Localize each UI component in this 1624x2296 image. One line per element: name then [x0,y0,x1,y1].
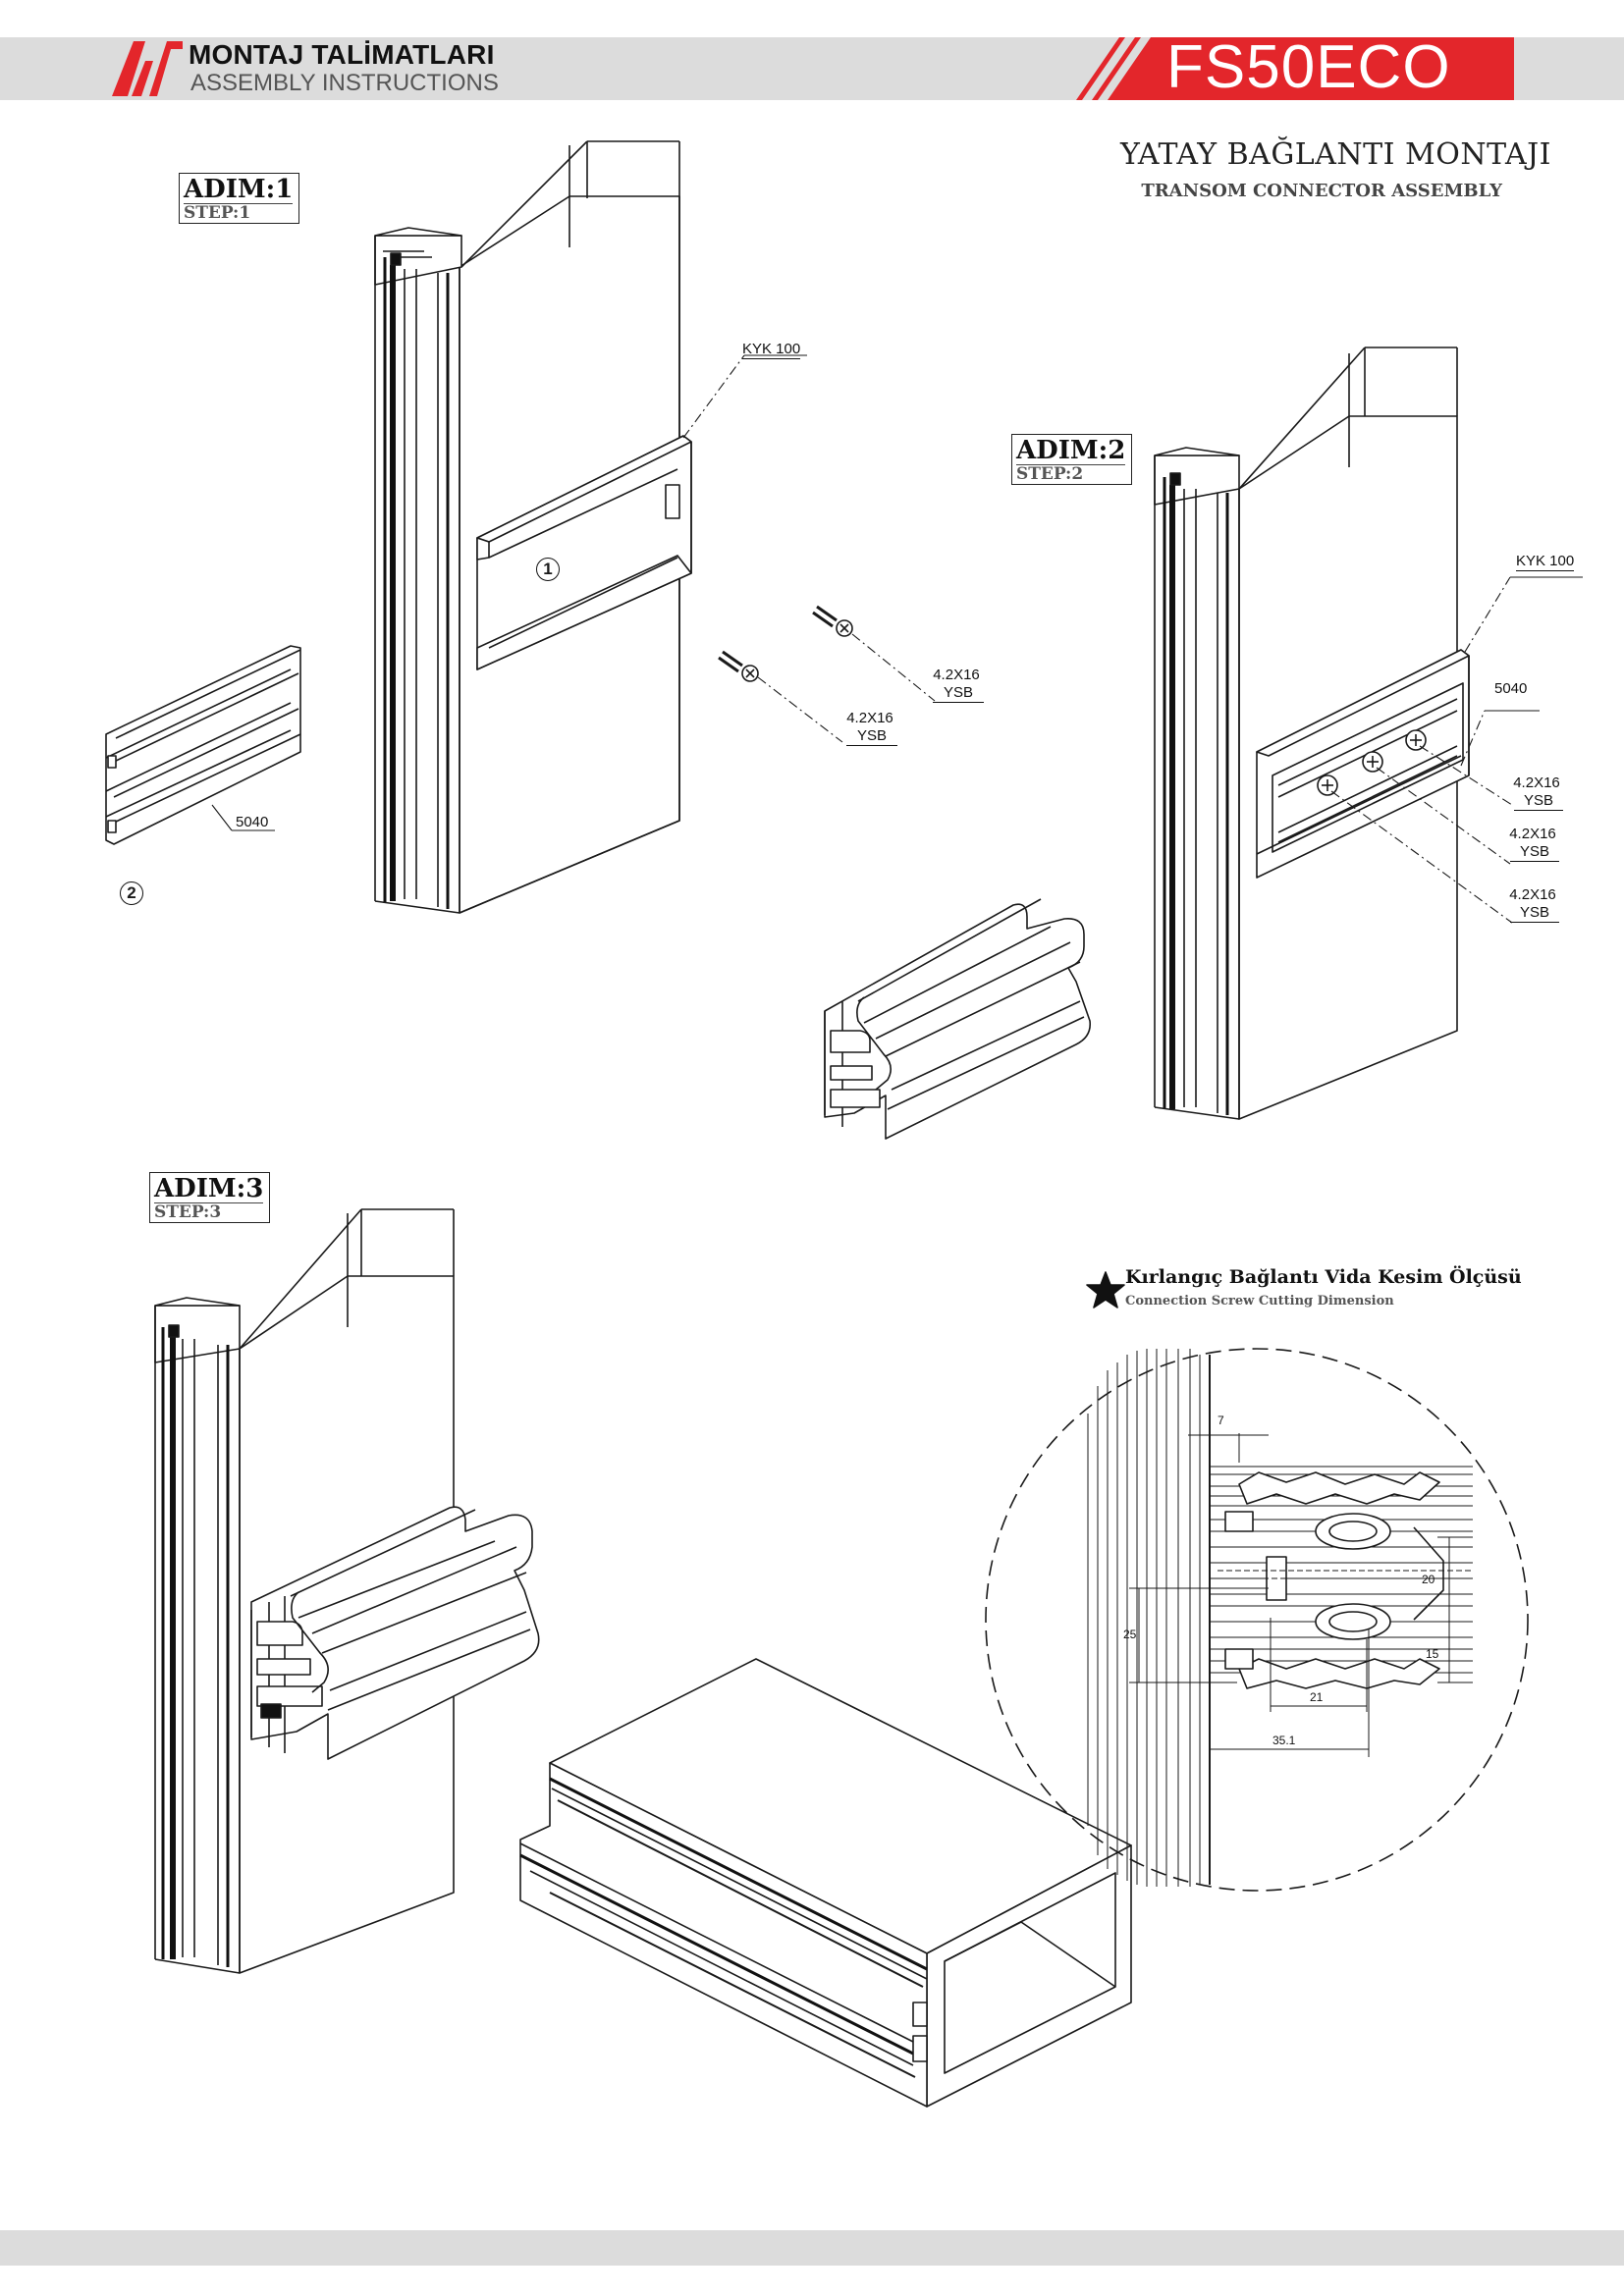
step-3-title: ADIM:3 [154,1174,264,1203]
step-3-label: ADIM:3 STEP:3 [149,1172,271,1223]
step-2-subtitle: STEP:2 [1016,464,1126,483]
step3-transom [519,1658,1132,2108]
brand-logo-icon [112,41,183,96]
star-icon [1086,1271,1125,1308]
dim-25: 25 [1123,1628,1137,1641]
detail-title: Kırlangıç Bağlantı Vida Kesim Ölçüsü [1125,1266,1522,1288]
step1-connector-label: KYK 100 [742,341,801,359]
step1-marker-2: 2 [120,881,143,905]
step1-connector [476,435,692,670]
step2-screw-1-size: 4.2X16 [1513,774,1560,791]
step-1-label: ADIM:1 STEP:1 [179,173,300,224]
step2-screw-2-size: 4.2X16 [1509,826,1556,842]
dim-7: 7 [1218,1414,1224,1427]
dim-35-1: 35.1 [1272,1734,1296,1747]
step1-screw-b [718,650,759,682]
step2-screw-1-type: YSB [1514,793,1563,811]
dim-21: 21 [1310,1690,1324,1704]
step1-marker-1: 1 [536,558,560,581]
step2-screw-3-type: YSB [1510,905,1559,923]
step3-connector-installed [250,1506,540,1760]
dim-20: 20 [1422,1573,1435,1586]
step2-screw-2-type: YSB [1510,844,1559,862]
step1-profile-label: 5040 [236,814,269,830]
header-subtitle: ASSEMBLY INSTRUCTIONS [190,70,499,96]
dim-15: 15 [1426,1647,1439,1661]
step1-screw-a [812,605,853,637]
step1-screw-b-size: 4.2X16 [846,710,893,726]
page-title: YATAY BAĞLANTI MONTAJI [1119,137,1551,172]
step1-profile-5040 [105,645,301,845]
model-code: FS50ECO [1166,33,1451,101]
step-1-subtitle: STEP:1 [184,203,294,222]
page-subtitle: TRANSOM CONNECTOR ASSEMBLY [1141,181,1502,201]
detail-circle [985,1348,1529,1892]
step-3-subtitle: STEP:3 [154,1202,264,1221]
step-1-title: ADIM:1 [184,175,294,204]
step2-transom-block [824,898,1092,1140]
step-2-label: ADIM:2 STEP:2 [1011,434,1133,485]
model-badge [1076,37,1514,100]
step2-screws [1317,729,1427,796]
step1-screw-b-type: YSB [846,728,897,746]
step2-profile-label: 5040 [1494,680,1528,697]
step1-screw-a-size: 4.2X16 [933,667,980,683]
footer-bar [0,2230,1624,2266]
step2-connector-label: KYK 100 [1516,553,1575,571]
header-title: MONTAJ TALİMATLARI [189,39,495,70]
step2-screw-3-size: 4.2X16 [1509,886,1556,903]
step-2-title: ADIM:2 [1016,436,1126,465]
step1-screw-a-type: YSB [933,685,984,703]
detail-subtitle: Connection Screw Cutting Dimension [1125,1294,1394,1308]
